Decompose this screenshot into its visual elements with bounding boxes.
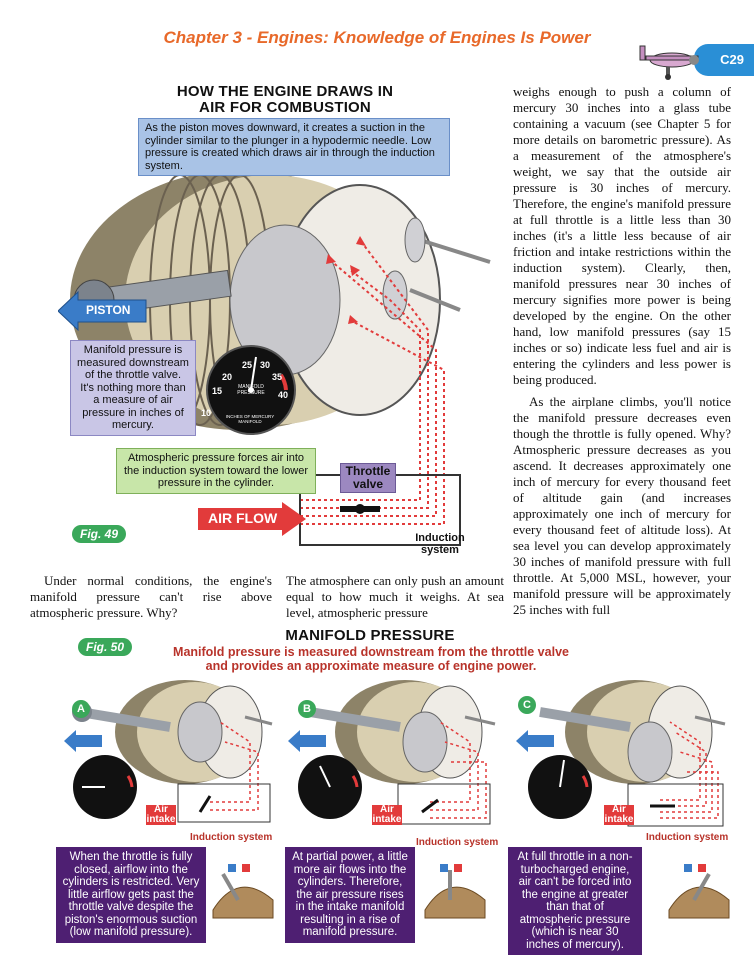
panel-a-caption: When the throttle is fully closed, airfl… <box>56 847 206 943</box>
body-text-right-p2: As the airplane climbs, you'll notice th… <box>513 394 731 617</box>
gauge-tick-15: 15 <box>212 386 223 396</box>
fig49-engine-illustration <box>70 170 491 546</box>
fig49-title-line1: HOW THE ENGINE DRAWS IN <box>176 83 394 100</box>
panel-a-piston-arrow <box>64 730 102 752</box>
body-text-right-top: weighs enough to push a column of mercur… <box>513 84 731 387</box>
page-tab <box>694 44 754 76</box>
airplane-icon <box>639 45 699 80</box>
panel-a-throttle-quadrant <box>212 864 274 919</box>
airflow-arrow <box>198 502 306 536</box>
panel-b-letter: B <box>298 700 316 718</box>
manifold-pressure-gauge <box>206 345 296 435</box>
panel-c-caption: At full throttle in a non-turbocharged e… <box>508 847 642 955</box>
callout-suction: As the piston moves downward, it creates… <box>138 118 450 176</box>
body-text-mid-bottom: The atmosphere can only push an amount e… <box>286 573 504 620</box>
panel-b-air-intake: Air intake <box>372 804 402 825</box>
panel-c-engine <box>528 680 726 827</box>
chapter-title: Chapter 3 - Engines: Knowledge of Engine… <box>163 28 591 47</box>
piston-arrow <box>58 290 147 332</box>
panel-a-induction: Induction system <box>190 832 273 843</box>
airflow-label: AIR FLOW <box>208 510 278 526</box>
gauge-tick-35: 35 <box>272 372 283 382</box>
gauge-tick-30: 30 <box>260 360 271 370</box>
gauge-tick-40: 40 <box>278 390 289 400</box>
callout-atmospheric: Atmospheric pressure forces air into the… <box>116 448 316 494</box>
gauge-tick-25: 25 <box>242 360 253 370</box>
gauge-footer: INCHES OF MERCURY MANIFOLD <box>225 414 275 424</box>
panel-b-throttle-quadrant <box>424 864 486 919</box>
fig49-label: Fig. 49 <box>72 525 127 543</box>
fig50-subtitle: Manifold pressure is measured downstream… <box>173 645 569 673</box>
page-number: C29 <box>720 52 744 67</box>
body-text-left-bottom: Under normal conditions, the engine's ma… <box>30 573 272 620</box>
panel-c-air-intake: Air intake <box>604 804 634 825</box>
induction-system-label: Induction system <box>415 532 465 556</box>
panel-a-letter: A <box>72 700 90 718</box>
fig50-title: MANIFOLD PRESSURE <box>285 627 455 644</box>
fig50-label: Fig. 50 <box>78 638 133 656</box>
panel-b-caption: At partial power, a little more air flow… <box>285 847 415 943</box>
panel-a-air-intake: Air intake <box>146 804 176 825</box>
gauge-tick-20: 20 <box>222 372 233 382</box>
panel-c-piston-arrow <box>516 730 554 752</box>
gauge-face-label: MANIFOLD PRESSURE <box>237 384 265 396</box>
fig49-title-line2: AIR FOR COMBUSTION <box>199 99 371 116</box>
panel-b-piston-arrow <box>288 730 326 752</box>
gauge-tick-10: 10 <box>201 408 212 418</box>
panel-b-induction: Induction system <box>416 837 499 848</box>
piston-label: PISTON <box>86 303 131 317</box>
panel-c-throttle-quadrant <box>668 864 730 919</box>
throttle-valve-label: Throttle valve <box>340 463 396 493</box>
panel-b-engine <box>298 680 496 825</box>
panel-c-letter: C <box>518 696 536 714</box>
callout-manifold-pressure: Manifold pressure is measured downstream… <box>70 340 196 436</box>
panel-a-engine <box>72 680 273 823</box>
fig49-title: HOW THE ENGINE DRAWS IN AIR FOR COMBUSTI… <box>160 84 410 116</box>
panel-c-induction: Induction system <box>646 832 729 843</box>
